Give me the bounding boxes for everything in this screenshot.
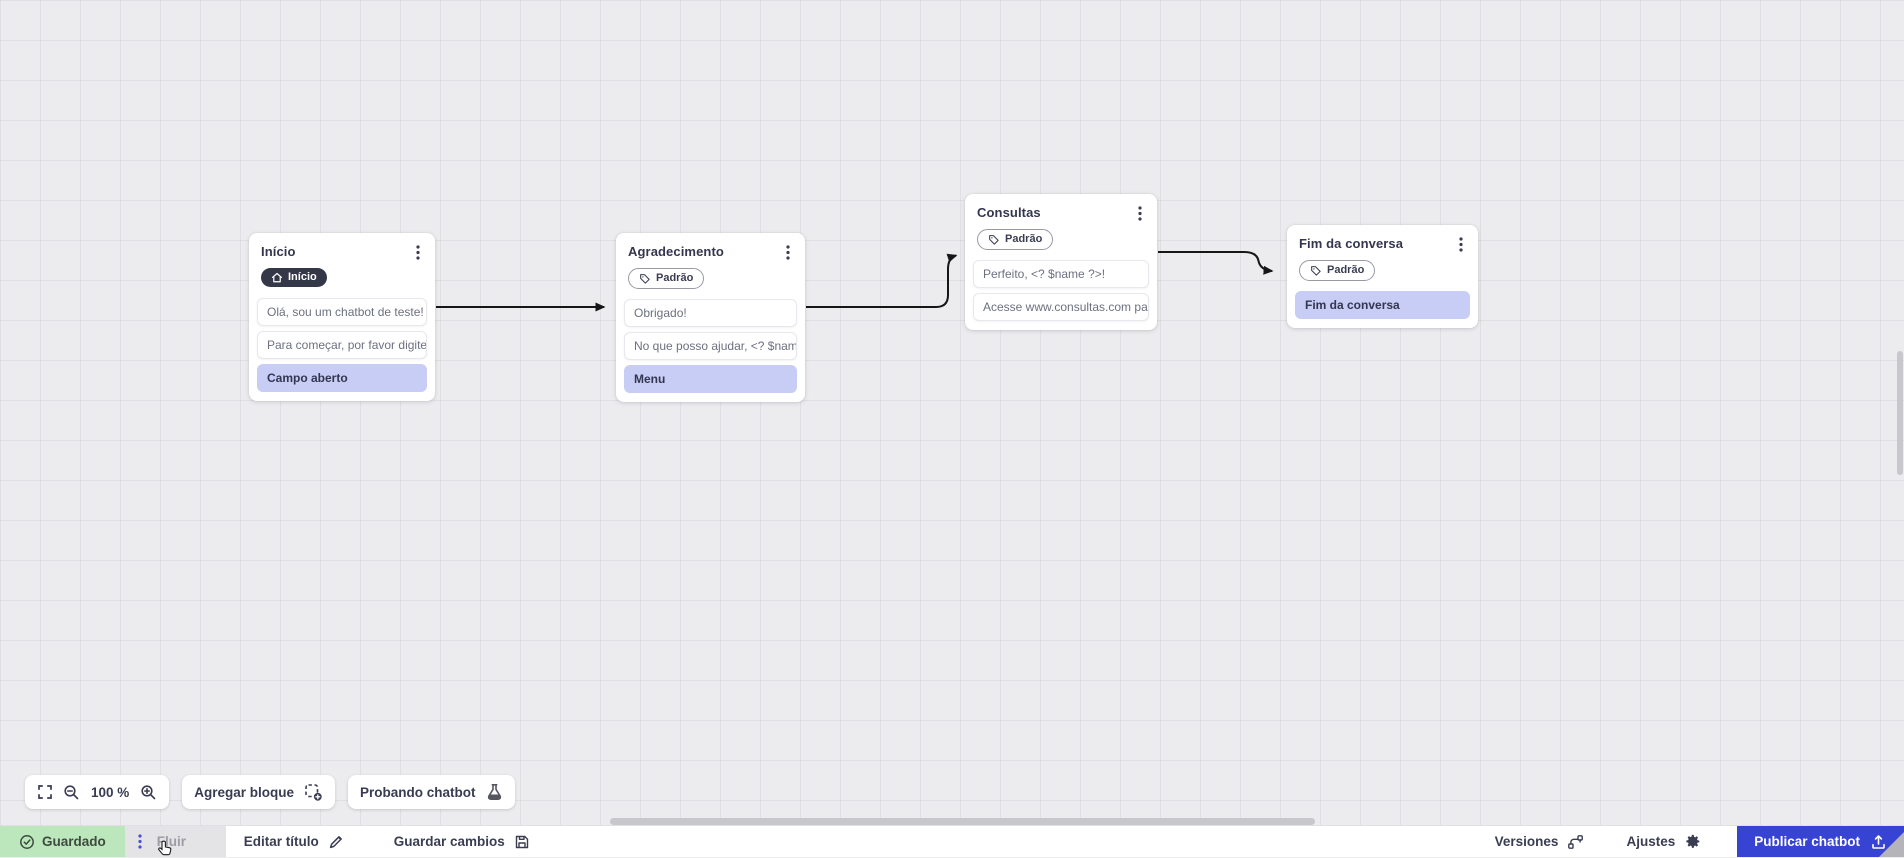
node-consultas[interactable]: Consultas Padrão Perfeito, <? $name ?>! …	[965, 194, 1157, 330]
versions-icon	[1567, 834, 1584, 850]
test-chatbot-button[interactable]: Probando chatbot	[348, 775, 515, 809]
node-inicio[interactable]: Início Início Olá, sou um chatbot de tes…	[249, 233, 435, 401]
node-agradecimento[interactable]: Agradecimento Padrão Obrigado! No que po…	[616, 233, 805, 402]
tab-flow[interactable]: Fluir	[124, 826, 226, 857]
node-fim-da-conversa[interactable]: Fim da conversa Padrão Fim da conversa	[1287, 225, 1478, 328]
zoom-controls: 100 %	[25, 775, 170, 809]
flow-canvas[interactable]: Início Início Olá, sou um chatbot de tes…	[0, 0, 1904, 826]
fit-screen-icon[interactable]	[37, 784, 53, 800]
settings-button[interactable]: Ajustes	[1622, 826, 1705, 857]
saved-indicator: Guardado	[0, 826, 125, 857]
input-block[interactable]: Campo aberto	[257, 363, 427, 392]
node-title: Início	[261, 244, 296, 259]
default-badge: Padrão	[977, 229, 1054, 251]
start-badge: Início	[261, 268, 327, 288]
message-block[interactable]: No que posso ajudar, <? $name ...	[624, 331, 797, 360]
vertical-scrollbar[interactable]	[1897, 351, 1903, 475]
status-bar: Guardado Fluir Editar título Guardar cam…	[0, 825, 1904, 857]
kebab-menu-icon[interactable]	[413, 244, 423, 261]
end-block[interactable]: Fim da conversa	[1295, 290, 1470, 319]
horizontal-scrollbar[interactable]	[610, 818, 1315, 825]
save-icon	[514, 834, 530, 850]
kebab-menu-icon[interactable]	[1456, 236, 1466, 253]
versions-button[interactable]: Versiones	[1491, 826, 1589, 857]
publish-chatbot-button[interactable]: Publicar chatbot	[1737, 826, 1904, 857]
check-circle-icon	[19, 834, 35, 850]
window-resize-corner	[1879, 832, 1904, 857]
kebab-menu-icon[interactable]	[138, 834, 142, 849]
add-block-button[interactable]: Agregar bloque	[182, 775, 336, 809]
zoom-in-icon[interactable]	[140, 784, 157, 801]
message-block[interactable]: Acesse www.consultas.com par...	[973, 292, 1149, 321]
kebab-menu-icon[interactable]	[1135, 205, 1145, 222]
tag-icon	[639, 273, 651, 285]
zoom-out-icon[interactable]	[63, 784, 80, 801]
default-badge: Padrão	[628, 268, 705, 290]
message-block[interactable]: Olá, sou um chatbot de teste!	[257, 297, 427, 326]
gear-icon	[1684, 833, 1701, 850]
tag-icon	[1310, 265, 1322, 277]
message-block[interactable]: Perfeito, <? $name ?>!	[973, 259, 1149, 288]
statusbar-spacer	[534, 826, 1491, 857]
connection-consultas-fim[interactable]	[1158, 251, 1274, 275]
default-badge: Padrão	[1299, 260, 1376, 282]
pencil-icon	[328, 834, 344, 850]
message-block[interactable]: Para começar, por favor digite o ...	[257, 330, 427, 359]
home-icon	[271, 272, 283, 284]
connections-layer	[436, 251, 1274, 312]
node-title: Fim da conversa	[1299, 236, 1404, 251]
node-title: Consultas	[977, 205, 1041, 220]
menu-block[interactable]: Menu	[624, 364, 797, 393]
message-block[interactable]: Obrigado!	[624, 298, 797, 327]
tag-icon	[988, 234, 1000, 246]
node-title: Agradecimento	[628, 244, 724, 259]
flow-tab-label: Fluir	[156, 834, 187, 849]
connection-agradecimento-consultas[interactable]	[806, 253, 958, 308]
flask-icon	[486, 783, 503, 801]
zoom-level: 100 %	[91, 784, 130, 800]
canvas-toolbar: 100 % Agregar bloque Probando chatbot	[25, 775, 515, 809]
saved-label: Guardado	[42, 834, 106, 849]
edit-title-button[interactable]: Editar título	[240, 826, 348, 857]
add-block-icon	[304, 783, 323, 802]
kebab-menu-icon[interactable]	[783, 244, 793, 261]
save-changes-button[interactable]: Guardar cambios	[390, 826, 534, 857]
